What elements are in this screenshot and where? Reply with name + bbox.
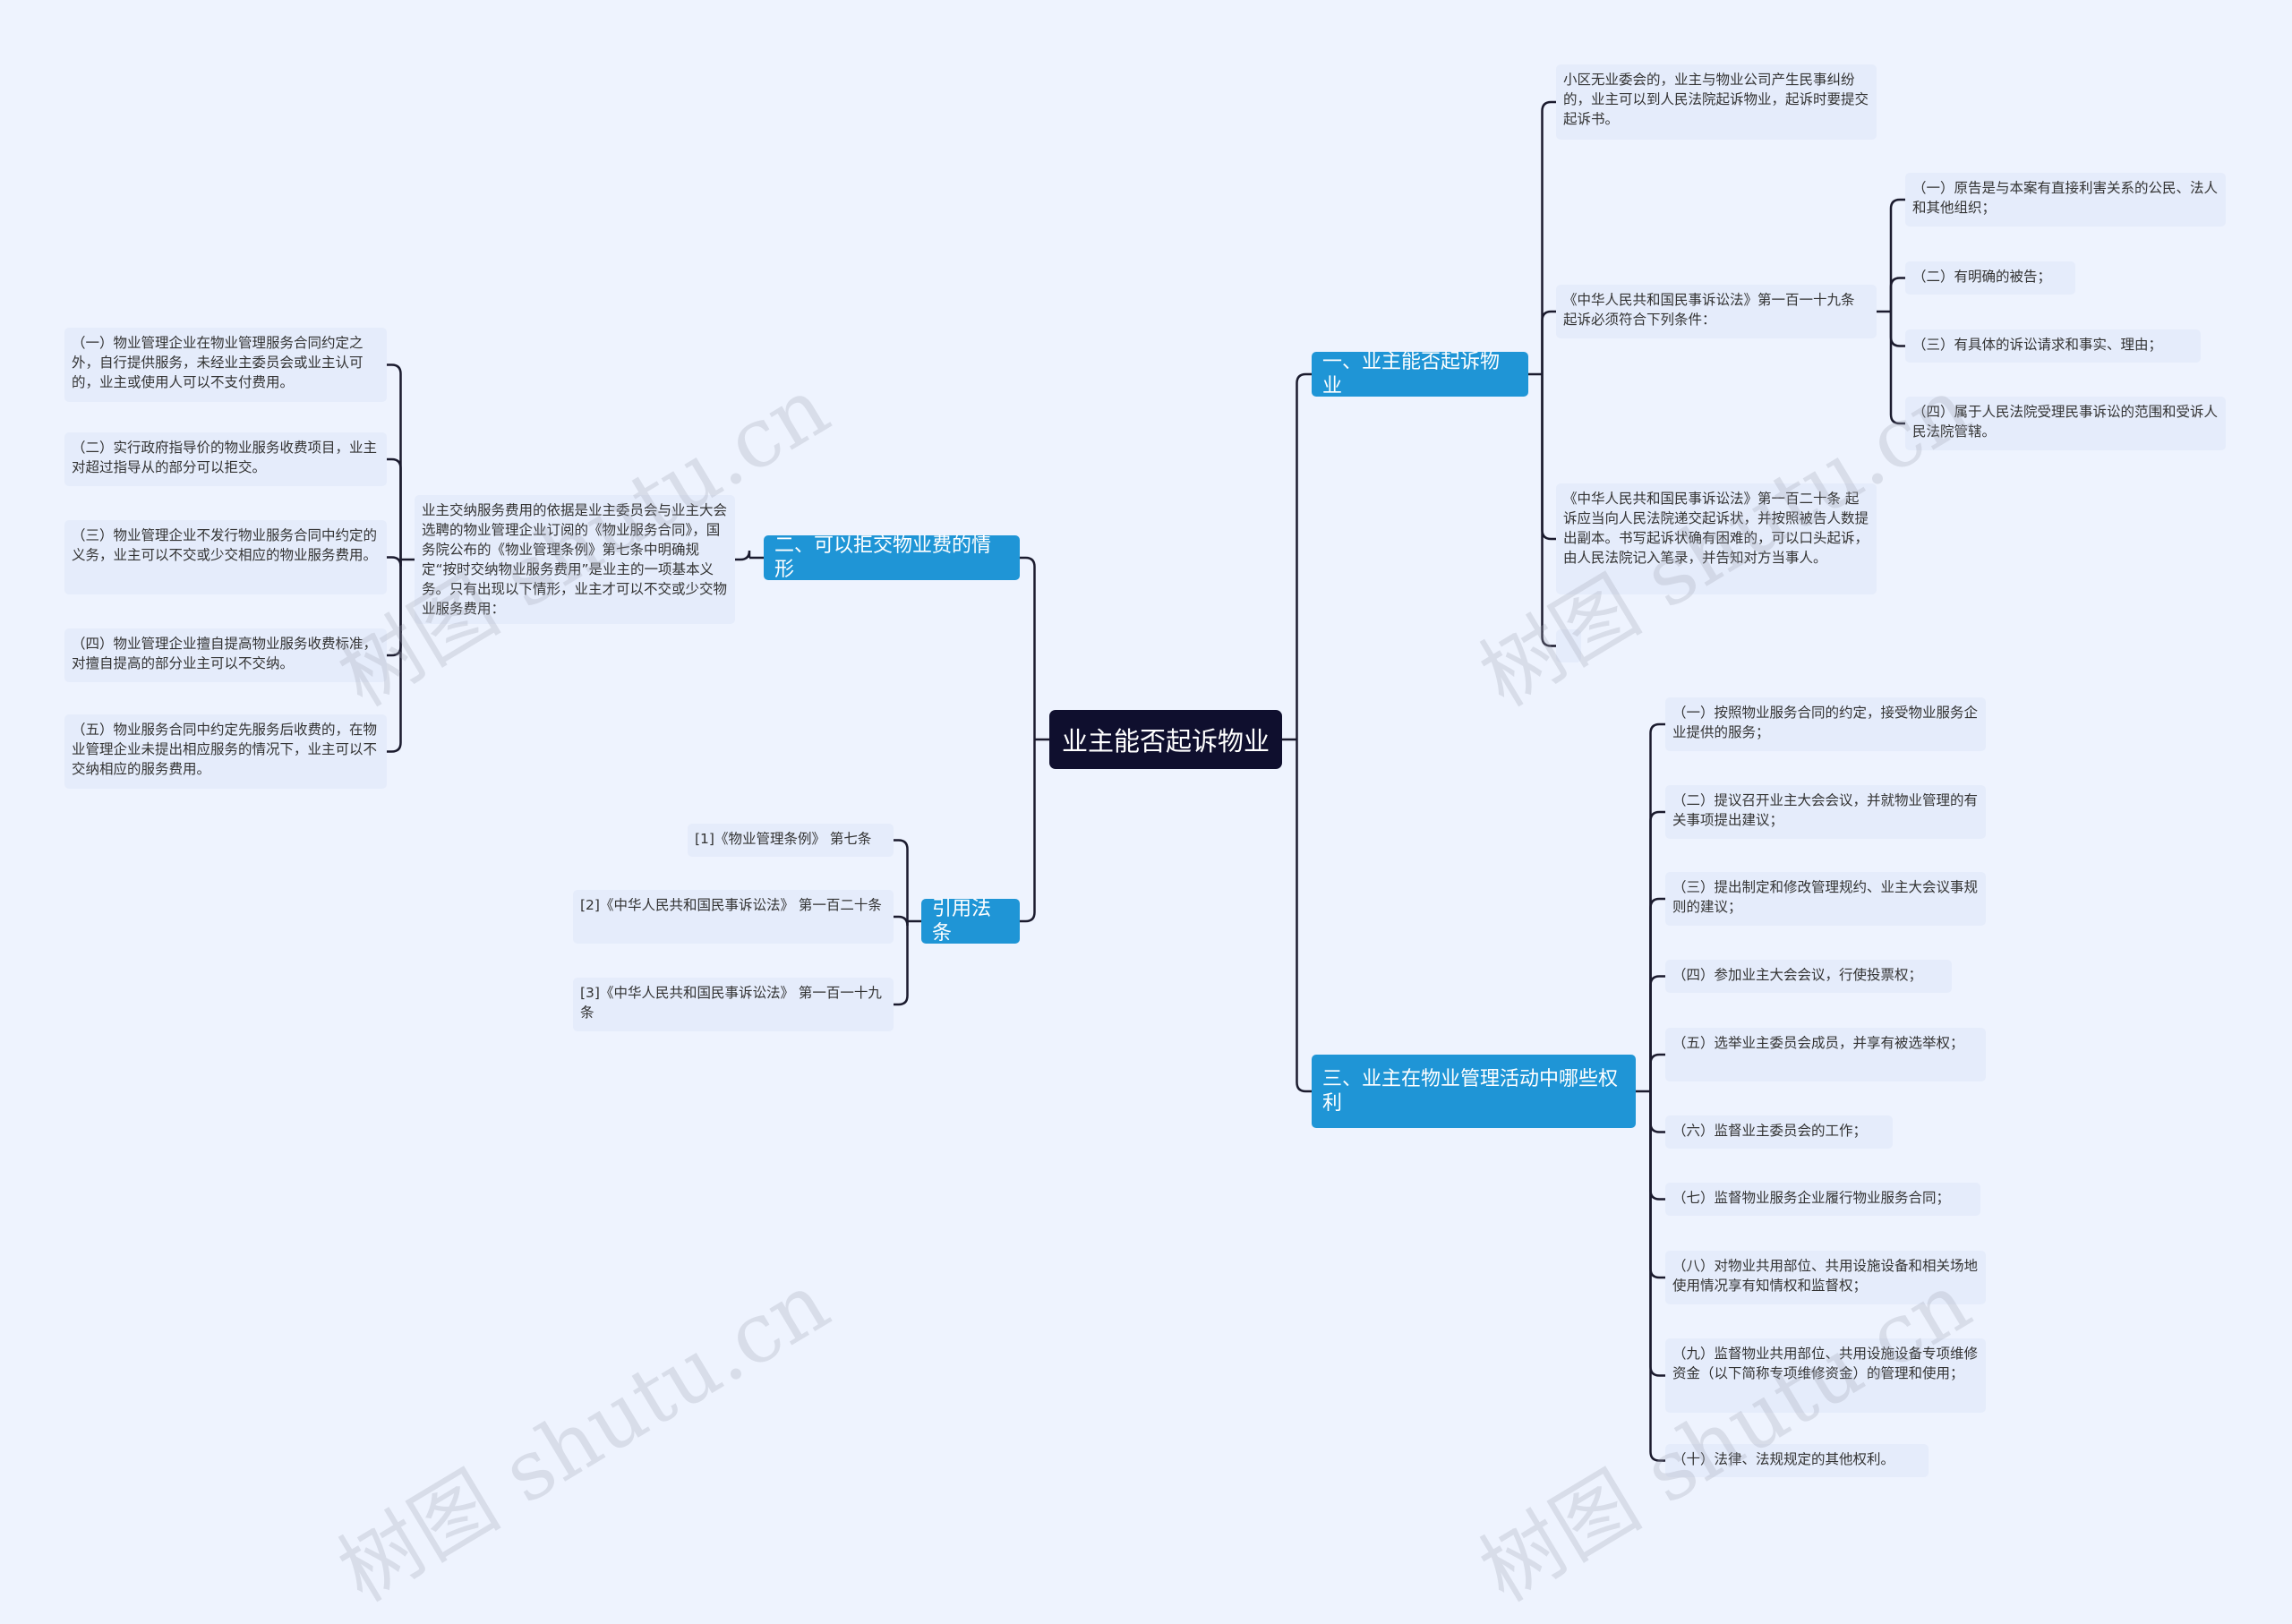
branch-owner-rights[interactable]: 三、业主在物业管理活动中哪些权利 xyxy=(1312,1055,1636,1128)
connector-line xyxy=(1541,310,1556,374)
connector-line xyxy=(387,556,402,567)
leaf-cite-2[interactable]: [2]《中华人民共和国民事诉讼法》 第一百二十条 xyxy=(573,890,894,944)
leaf-condition-3[interactable]: （三）有具体的诉讼请求和事实、理由； xyxy=(1905,329,2201,363)
connector-line xyxy=(387,560,402,753)
connector-line xyxy=(735,550,751,561)
leaf-refuse-case-3[interactable]: （三）物业管理企业不发行物业服务合同中约定的义务，业主可以不交或少交相应的物业服… xyxy=(64,520,387,594)
connector-line xyxy=(1649,1091,1665,1201)
root-topic[interactable]: 业主能否起诉物业 xyxy=(1049,710,1282,769)
mind-map-canvas: 业主能否起诉物业 一、业主能否起诉物业 小区无业委会的，业主与物业公司产生民事纠… xyxy=(64,64,2226,1620)
connector-line xyxy=(1020,556,1036,739)
connector-lines xyxy=(387,100,1905,1462)
connector-line xyxy=(1541,100,1556,374)
connector-line xyxy=(1541,374,1556,647)
leaf-refuse-case-1[interactable]: （一）物业管理企业在物业管理服务合同约定之外，自行提供服务，未经业主委员会或业主… xyxy=(64,328,387,402)
connector-line xyxy=(1649,1053,1665,1091)
leaf-refuse-case-5[interactable]: （五）物业服务合同中约定先服务后收费的，在物业管理企业未提出相应服务的情况下，业… xyxy=(64,714,387,789)
connector-line xyxy=(387,560,402,657)
leaf-condition-4[interactable]: （四）属于人民法院受理民事诉讼的范围和受诉人民法院管辖。 xyxy=(1905,397,2226,450)
connector-line xyxy=(1649,1091,1665,1133)
branch-can-sue-property[interactable]: 一、业主能否起诉物业 xyxy=(1312,351,1528,397)
connector-line xyxy=(1649,810,1665,1091)
leaf-cite-3[interactable]: [3]《中华人民共和国民事诉讼法》 第一百一十九条 xyxy=(573,978,894,1031)
leaf-empty[interactable] xyxy=(1556,629,1581,662)
leaf-right-4[interactable]: （四）参加业主大会会议，行使投票权； xyxy=(1665,960,1952,993)
connector-line xyxy=(894,839,909,921)
leaf-no-committee-sue[interactable]: 小区无业委会的，业主与物业公司产生民事纠纷的，业主可以到人民法院起诉物业，起诉时… xyxy=(1556,64,1877,140)
connector-line xyxy=(1296,372,1312,739)
leaf-right-10[interactable]: （十）法律、法规规定的其他权利。 xyxy=(1665,1444,1929,1477)
leaf-right-1[interactable]: （一）按照物业服务合同的约定，接受物业服务企业提供的服务； xyxy=(1665,697,1986,751)
connector-line xyxy=(1541,374,1556,541)
connector-line xyxy=(1649,1091,1665,1377)
connector-line xyxy=(1649,1091,1665,1279)
connector-line xyxy=(894,921,909,1006)
connector-line xyxy=(1649,897,1665,1091)
connector-line xyxy=(1889,312,1905,425)
leaf-refuse-case-4[interactable]: （四）物业管理企业擅自提高物业服务收费标准，对擅自提高的部分业主可以不交纳。 xyxy=(64,628,387,682)
leaf-article-119[interactable]: 《中华人民共和国民事诉讼法》第一百一十九条 起诉必须符合下列条件： xyxy=(1556,285,1877,338)
leaf-right-6[interactable]: （六）监督业主委员会的工作； xyxy=(1665,1115,1893,1149)
leaf-article-120[interactable]: 《中华人民共和国民事诉讼法》第一百二十条 起诉应当向人民法院递交起诉状，并按照被… xyxy=(1556,483,1877,594)
leaf-fee-basis[interactable]: 业主交纳服务费用的依据是业主委员会与业主大会选聘的物业管理企业订阅的《物业服务合… xyxy=(415,495,735,624)
connector-line xyxy=(1889,277,1905,312)
leaf-right-7[interactable]: （七）监督物业服务企业履行物业服务合同； xyxy=(1665,1183,1980,1216)
connector-line xyxy=(1649,1091,1665,1462)
connector-line xyxy=(387,363,402,560)
leaf-cite-1[interactable]: [1]《物业管理条例》 第七条 xyxy=(688,824,894,857)
branch-refuse-fee-cases[interactable]: 二、可以拒交物业费的情形 xyxy=(764,534,1020,581)
connector-line xyxy=(1649,722,1665,1091)
leaf-refuse-case-2[interactable]: （二）实行政府指导价的物业服务收费项目，业主对超过指导从的部分可以拒交。 xyxy=(64,432,387,486)
leaf-right-8[interactable]: （八）对物业共用部位、共用设施设备和相关场地使用情况享有知情权和监督权； xyxy=(1665,1251,1986,1304)
leaf-right-3[interactable]: （三）提出制定和修改管理规约、业主大会议事规则的建议； xyxy=(1665,872,1986,926)
connector-line xyxy=(387,457,402,560)
connector-line xyxy=(894,915,909,927)
connector-line xyxy=(1296,739,1312,1093)
leaf-right-5[interactable]: （五）选举业主委员会成员，并享有被选举权； xyxy=(1665,1028,1986,1081)
leaf-right-2[interactable]: （二）提议召开业主大会会议，并就物业管理的有关事项提出建议； xyxy=(1665,785,1986,839)
connector-line xyxy=(1889,198,1905,312)
connector-line xyxy=(1020,739,1036,923)
leaf-condition-1[interactable]: （一）原告是与本案有直接利害关系的公民、法人和其他组织； xyxy=(1905,173,2226,227)
branch-cited-laws[interactable]: 引用法条 xyxy=(921,898,1020,944)
leaf-condition-2[interactable]: （二）有明确的被告； xyxy=(1905,261,2075,295)
leaf-right-9[interactable]: （九）监督物业共用部位、共用设施设备专项维修资金（以下简称专项维修资金）的管理和… xyxy=(1665,1338,1986,1413)
connector-line xyxy=(1889,312,1905,347)
connector-line xyxy=(1649,975,1665,1091)
